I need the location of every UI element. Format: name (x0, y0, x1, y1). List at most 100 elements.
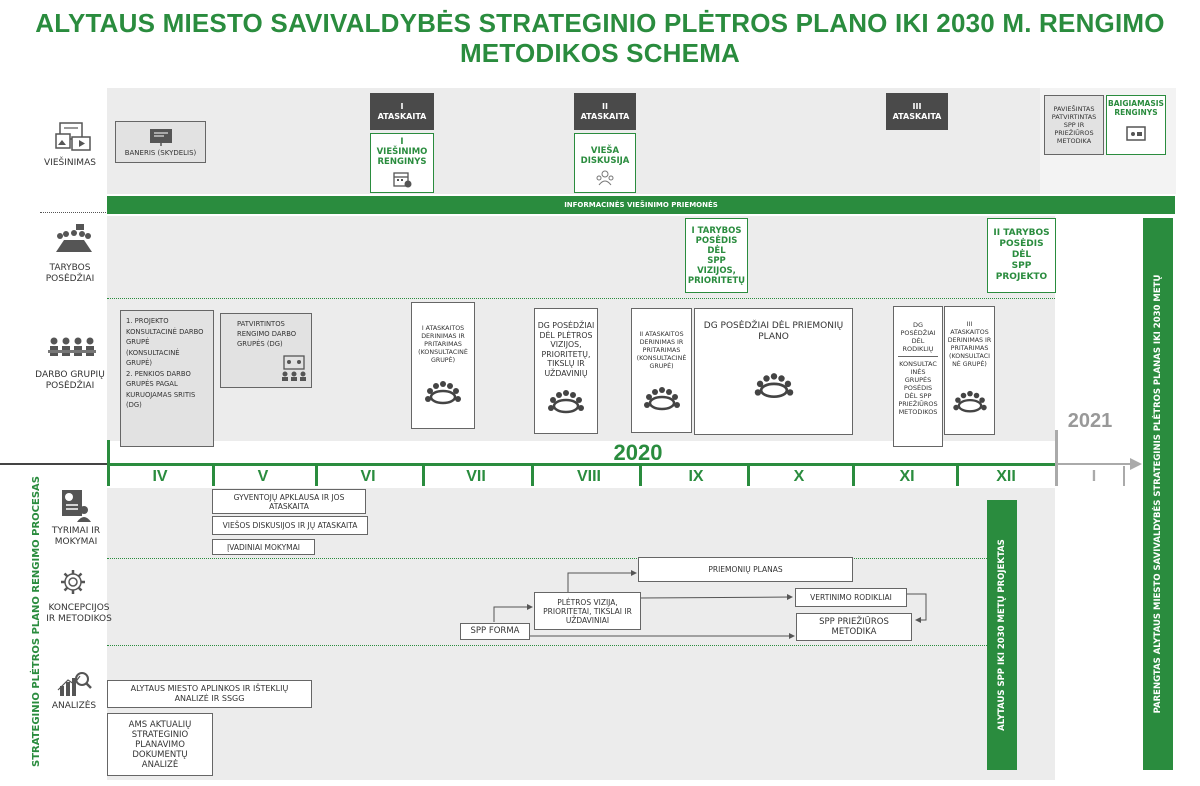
separator-1 (40, 212, 106, 213)
row-label-koncepcijos: KONCEPCIJOS IR METODIKOS (36, 603, 122, 625)
tick-6 (747, 466, 750, 486)
month-i-2021: I (1091, 468, 1097, 485)
month-vii: VII (466, 468, 486, 485)
dg-vizijos-l4: PRIORITETŲ, (541, 349, 591, 359)
derinimas-1-l5: GRUPĖ) (430, 357, 456, 364)
timeline-arrow-icon (1130, 458, 1142, 470)
derinimas-1-box: I ATASKAITOS DERINIMAS IR PRITARIMAS (KO… (411, 302, 475, 429)
priemoniu-planas-label: PRIEMONIŲ PLANAS (708, 565, 783, 574)
patvirtintos-l2: RENGIMO DARBO (237, 330, 297, 338)
baneris-box: BANERIS (SKYDELIS) (115, 121, 206, 163)
row-label-darbo-1: DARBO GRUPIŲ (35, 370, 105, 380)
ataskaita-1-label: ATASKAITA (377, 111, 427, 121)
ataskaita-2-num: II (602, 101, 608, 111)
dg-rodikliu-l1: DG (912, 321, 924, 329)
koncepcijos-arrows (493, 570, 927, 639)
projekto-l6: 2. PENKIOS DARBO (126, 369, 191, 378)
posedis-1-l3: SPP VIZIJOS, (697, 255, 736, 276)
tick-5 (639, 466, 642, 486)
paviesintas-l3: SPP IR (1063, 121, 1085, 129)
ataskaita-1-header: I ATASKAITA (370, 93, 434, 130)
month-viii: VIII (576, 468, 601, 485)
row-label-darbo: DARBO GRUPIŲ POSĖDŽIAI (30, 370, 110, 392)
projekto-l1: 1. PROJEKTO (126, 317, 169, 325)
paviesintas-l4: PRIEŽIŪROS (1054, 129, 1094, 137)
dg-rodikliu-divider (898, 356, 938, 357)
tick-0 (107, 440, 110, 486)
aplinkos-l1: ALYTAUS MIESTO APLINKOS IR IŠTEKLIŲ (130, 684, 289, 693)
baigiamasis-l1: BAIGIAMASIS (1108, 99, 1164, 108)
row-label-tarybos: TARYBOS POSĖDŽIAI (30, 263, 110, 285)
meeting-table-icon (643, 387, 680, 411)
timeline-grey-line (1057, 463, 1135, 465)
ams-l4: DOKUMENTŲ (132, 749, 188, 760)
patvirtintos-l1: PATVIRTINTOS (237, 320, 285, 328)
konsultacines-l6: PRIEŽIŪROS (898, 400, 938, 408)
vizija-box: PLĖTROS VIZIJA, PRIORITETAI, TIKSLAI IR … (534, 592, 641, 630)
row-label-tarybos-2: POSĖDŽIAI (45, 274, 95, 284)
month-xi: XI (899, 468, 915, 485)
dg-rodikliu-l3: DĖL (911, 337, 925, 345)
tick-1 (212, 466, 215, 486)
timeline-dark-line (0, 463, 108, 465)
posedis-2-l3: SPP (1011, 261, 1032, 271)
tyrimai-separator (107, 558, 987, 559)
konsultacines-l2: INĖS (910, 368, 926, 376)
calendar-icon (393, 172, 412, 188)
projekto-l4: (KONSULTACINĖ (126, 348, 180, 357)
derinimas-2-l3: PRITARIMAS (642, 347, 681, 354)
apklausa-l2: ATASKAITA (269, 501, 309, 511)
row-label-darbo-2: POSĖDŽIAI (45, 381, 95, 391)
ams-l5: ANALIZĖ (141, 759, 179, 770)
konsultacines-l7: METODIKOS (898, 408, 938, 416)
projekto-l5: GRUPĖ) (126, 359, 153, 367)
posedis-2-l1: II TARYBOS (993, 228, 1050, 238)
tarybos-posedis-1-box: I TARYBOS POSĖDIS DĖL SPP VIZIJOS, PRIOR… (685, 218, 748, 293)
media-icon (55, 122, 91, 151)
vertinimo-rodikliai-box: VERTINIMO RODIKLIAI (795, 588, 907, 607)
banner-icon (149, 129, 172, 146)
title-line-1: ALYTAUS MIESTO SAVIVALDYBĖS STRATEGINIO … (35, 8, 1165, 38)
projekto-l3: GRUPĖ (126, 338, 150, 346)
meeting-table-icon (952, 390, 987, 413)
posedis-2-l2: POSĖDIS DĖL (999, 239, 1044, 260)
derinimas-3-l5: (KONSULTACI (949, 353, 990, 360)
projekto-l7: GRUPĖS PAGAL (126, 380, 178, 388)
renginys-1-line3: RENGINYS (377, 157, 427, 167)
workgroup-icon (48, 337, 96, 356)
team-board-icon (282, 355, 306, 381)
ams-l3: PLANAVIMO (135, 739, 185, 750)
baigiamasis-l2: RENGINYS (1114, 108, 1158, 117)
vizija-l2: PRIORITETAI, TIKSLAI IR (543, 606, 632, 616)
posedis-1-l1: I TARYBOS (691, 225, 742, 236)
ams-l1: AMS AKTUALIŲ (128, 719, 192, 730)
dg-vizijos-l6: UŽDAVINIŲ (544, 368, 588, 378)
mokymai-label: ĮVADINIAI MOKYMAI (227, 542, 300, 552)
derinimas-3-box: III ATASKAITOS DERINIMAS IR PRITARIMAS (… (944, 306, 995, 435)
projektas-vertical-label: ALYTAUS SPP IKI 2030 METŲ PROJEKTAS (997, 539, 1007, 731)
tick-2 (315, 466, 318, 486)
koncepcijos-separator (107, 645, 987, 646)
renginys-1-line2: VIEŠINIMO (376, 147, 428, 157)
tick-7 (852, 466, 855, 486)
derinimas-3-l2: ATASKAITOS (950, 329, 989, 336)
ams-l2: STRATEGINIO (131, 729, 189, 740)
dg-vizijos-l2: DĖL PLĖTROS (539, 330, 593, 340)
derinimas-3-l1: III (966, 321, 973, 328)
spp-prieziuros-box: SPP PRIEŽIŪROS METODIKA (796, 613, 912, 641)
dg-rodikliu-l4: RODIKLIŲ (902, 345, 934, 353)
diskusija-line2: DISKUSIJA (580, 156, 630, 166)
ataskaita-3-label: ATASKAITA (892, 111, 942, 121)
meeting-table-icon (548, 390, 584, 414)
year-2021: 2021 (1067, 410, 1113, 432)
aplinkos-analize-box: ALYTAUS MIESTO APLINKOS IR IŠTEKLIŲ ANAL… (107, 680, 312, 708)
tarybos-posedis-2-box: II TARYBOS POSĖDIS DĖL SPP PROJEKTO (987, 218, 1056, 293)
diskusija-line1: VIEŠA (590, 146, 620, 156)
derinimas-2-l5: GRUPĖ) (649, 363, 674, 370)
row-label-viesinimas: VIEŠINIMAS (44, 158, 96, 168)
spp-prieziuros-l2: METODIKA (831, 627, 877, 637)
spp-forma-label: SPP FORMA (470, 626, 520, 636)
title-line-2: METODIKOS SCHEMA (459, 38, 741, 68)
spp-prieziuros-l1: SPP PRIEŽIŪROS (819, 617, 889, 627)
tarybos-separator (107, 298, 1055, 299)
